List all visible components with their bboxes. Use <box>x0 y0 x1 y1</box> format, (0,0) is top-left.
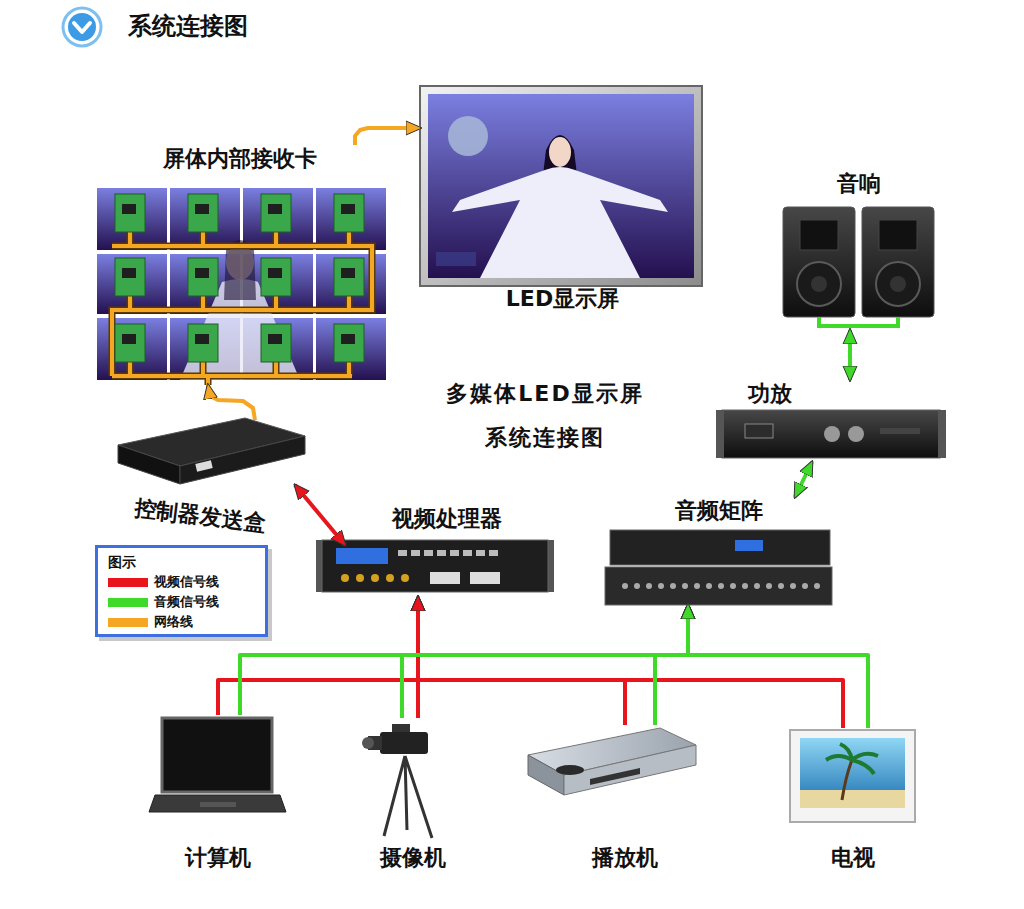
signal-connector <box>402 605 688 718</box>
device-label: 音频矩阵 <box>675 497 763 525</box>
legend-text: 音频信号线 <box>154 593 219 611</box>
device-label: 屏体内部接收卡 <box>163 145 317 173</box>
legend-row: 网络线 <box>108 612 255 632</box>
video-processor <box>316 540 554 592</box>
disc-player <box>528 728 696 795</box>
device-label: 摄像机 <box>380 844 446 872</box>
audio-matrix <box>605 530 832 605</box>
laptop <box>149 718 286 812</box>
legend-row: 视频信号线 <box>108 572 255 592</box>
signal-connector <box>655 605 688 725</box>
speakers <box>783 207 934 326</box>
page-title: 系统连接图 <box>128 10 248 42</box>
signal-connector <box>795 462 812 497</box>
device-node: 音响 <box>780 170 938 330</box>
device-label: 视频处理器 <box>392 505 502 533</box>
device-label: 计算机 <box>185 844 251 872</box>
device-label: 播放机 <box>592 844 658 872</box>
signal-connector <box>688 605 868 728</box>
legend-swatch <box>108 598 148 607</box>
signal-connector <box>418 597 625 725</box>
device-node: 视频处理器 <box>345 505 548 597</box>
legend-swatch <box>108 618 148 627</box>
led-screen <box>420 86 702 286</box>
device-node: 电视 <box>790 728 915 872</box>
legend-text: 网络线 <box>154 613 193 631</box>
signal-connector <box>295 485 345 545</box>
amplifier <box>716 410 946 458</box>
device-node: 音频矩阵 <box>605 497 832 605</box>
device-node: 功放 <box>722 380 940 462</box>
device-label: 音响 <box>837 170 881 198</box>
signal-connector <box>355 128 420 145</box>
device-node: 屏体内部接收卡 <box>95 145 385 385</box>
legend-swatch <box>108 578 148 587</box>
device-node: 计算机 <box>150 715 285 872</box>
diagram-caption: 多媒体LED显示屏 系统连接图 <box>405 372 685 460</box>
device-node: 控制器发送盒 <box>105 420 295 530</box>
legend-heading: 图示 <box>108 552 255 572</box>
device-node: 播放机 <box>540 725 710 872</box>
title-icon <box>63 8 101 46</box>
signal-connector <box>240 605 688 715</box>
device-label: 功放 <box>748 380 792 408</box>
signal-connector <box>208 385 255 420</box>
sending-box <box>118 418 305 484</box>
device-node: 摄像机 <box>365 718 460 872</box>
device-label: 控制器发送盒 <box>133 494 267 538</box>
signal-connector <box>848 330 852 380</box>
device-node: LED显示屏 <box>420 86 705 313</box>
television <box>790 730 915 822</box>
legend-text: 视频信号线 <box>154 573 219 591</box>
legend-box: 图示视频信号线音频信号线网络线 <box>95 545 268 637</box>
device-label: LED显示屏 <box>506 285 619 313</box>
led-cabinets <box>97 188 386 385</box>
device-label: 电视 <box>831 844 875 872</box>
signal-connector <box>418 597 843 728</box>
camera <box>362 724 432 838</box>
legend-row: 音频信号线 <box>108 592 255 612</box>
